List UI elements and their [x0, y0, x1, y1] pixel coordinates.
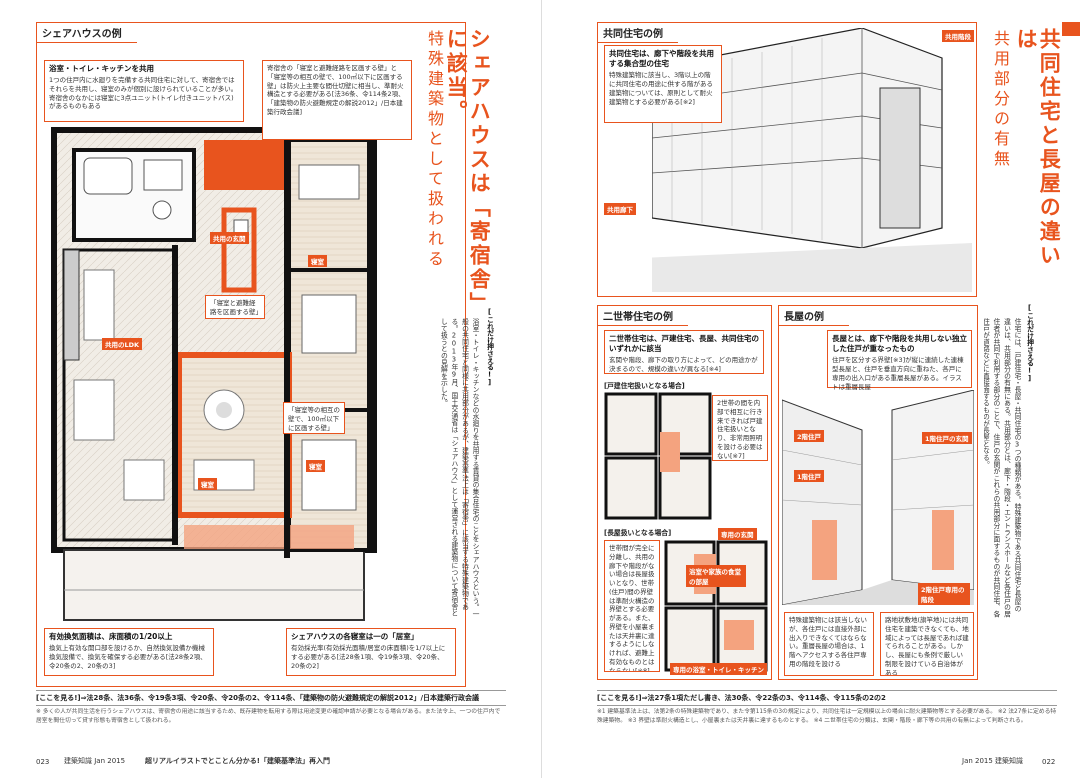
callout-room-wall: 「寝室等の相互の壁で、100㎡以下に区画する壁」: [283, 402, 345, 434]
callout-ventilation-text: 換気上有効な開口部を設けるか、自然換気設備か機械換気設備で、換気を確保する必要が…: [49, 644, 207, 670]
kyodo-side-note-title: [これだけ押さえる!]: [1025, 304, 1034, 383]
sharehouse-body-text: 浴室・トイレ・キッチンなどの水廻りを共用する賃貸の集合住宅のことをシェアハウスと…: [439, 318, 479, 618]
tag-shared-stair: 共用階段: [942, 30, 974, 42]
tag-2f-unit: 2階住戸: [794, 430, 825, 442]
kyodo-headline-2: 共用部分の有無: [991, 30, 1010, 170]
callout-nagaya: 長屋とは、廊下や階段を共用しない独立した住戸が重なったもの 住戸を区分する界壁[…: [827, 330, 972, 391]
kodate-plan-illustration: [604, 392, 712, 520]
kyodo-footnote: ※1 建築基準法上は、法第2条の特殊建築物であり、また令第115条の3の規定によ…: [597, 709, 1057, 724]
page-gutter: [540, 0, 542, 778]
callout-room-wall-text: 「寝室等の相互の壁で、100㎡以下に区画する壁」: [288, 406, 340, 432]
apartment-building-illustration: [652, 28, 972, 292]
callout-kyodo: 共同住宅は、廊下や階段を共用する集合型の住宅 特殊建築物に該当し、3階以上の階に…: [604, 45, 722, 123]
callout-shared-bath-text: 1つの住戸内に水廻りを完備する共同住宅に対して、寄宿舎ではそれらを共用し、寝室の…: [49, 76, 238, 111]
callout-nagaya-case: 世帯間が完全に分離し、共用の廊下や階段がない場合は長屋扱いとなり、世帯(住戸)間…: [604, 540, 660, 672]
nisetai-section-title: 二世帯住宅の例: [598, 306, 688, 326]
callout-daylight: シェアハウスの各寝室は一の「居室」 有効採光率(有効採光面積/居室の床面積)を1…: [286, 628, 456, 676]
tag-shared-corridor: 共用廊下: [604, 203, 636, 215]
callout-nagaya-note-2-text: 路地状敷地(旗竿地)には共同住宅を建築できなくても、地域によっては長屋であれば建…: [885, 616, 969, 676]
callout-fire-wall-text: 寄宿舎の「寝室と避難経路を区画する壁」と「寝室等の相互の壁で、100㎡以下に区画…: [267, 64, 405, 116]
tag-bedroom-1: 寝室: [308, 255, 327, 267]
sharehouse-floorplan-illustration: [51, 127, 377, 621]
nagaya-label: [長屋扱いとなる場合]: [604, 529, 672, 537]
nagaya-section-title: 長屋の例: [779, 306, 849, 326]
callout-nagaya-note-1-text: 特殊建築物には該当しないが、各住戸には直接外部に出入りできなくてはならない。重層…: [789, 616, 867, 668]
callout-nagaya-note-1: 特殊建築物には該当しないが、各住戸には直接外部に出入りできなくてはならない。重層…: [784, 612, 874, 676]
callout-partition-wall: 「寝室と避難経路を区画する壁」: [205, 295, 265, 319]
nagaya-plan-illustration: [664, 540, 768, 672]
sharehouse-side-note-title: [これだけ押さえる!]: [485, 308, 494, 387]
kyodo-references: [ここを見る!]⇒法27条1項ただし書き、法30条、令22条の3、令114条、令…: [597, 690, 1057, 706]
sharehouse-headline-1: シェアハウスは「寄宿舎」に該当。: [444, 28, 492, 316]
callout-shared-bath: 浴室・トイレ・キッチンを共用 1つの住戸内に水廻りを完備する共同住宅に対して、寄…: [44, 60, 244, 122]
left-magazine-name: 建築知識 Jan 2015: [64, 757, 126, 765]
callout-nisetai-title: 二世帯住宅は、戸建住宅、長屋、共同住宅のいずれかに該当: [609, 334, 759, 354]
callout-daylight-text: 有効採光率(有効採光面積/居室の床面積)を1/7以上にする必要がある[法28条1…: [291, 644, 446, 670]
left-series-title: 超リアルイラストでとことん分かる!「建築基準法」再入門: [145, 757, 330, 765]
left-page-number: 023: [36, 758, 50, 766]
callout-nagaya-title: 長屋とは、廊下や階段を共用しない独立した住戸が重なったもの: [832, 334, 967, 354]
callout-fire-wall: 寄宿舎の「寝室と避難経路を区画する壁」と「寝室等の相互の壁で、100㎡以下に区画…: [262, 60, 412, 140]
right-page: 共同住宅の例 共用階段 共用廊下 共同住宅は、廊下や階段を共用する集合型の住宅 …: [542, 0, 1083, 778]
callout-ventilation-title: 有効換気面積は、床面積の1/20以上: [49, 632, 173, 641]
kyodo-body-text: 住宅には、戸建住宅・長屋・共同住宅の3つの種類がある。特殊建築物である共同住宅と…: [984, 318, 1021, 618]
right-magazine-name: Jan 2015 建築知識: [962, 757, 1024, 765]
tag-bedroom-2: 寝室: [198, 478, 217, 490]
kyodo-section-title: 共同住宅の例: [598, 23, 678, 43]
callout-partition-wall-text: 「寝室と避難経路を区画する壁」: [210, 299, 262, 316]
sharehouse-footnote: ※ 多くの人が共同生活を行うシェアハウスは、寄宿舎の用途に該当するため、既存建物…: [36, 709, 501, 724]
callout-nagaya-text: 住戸を区分する界壁[※3]が縦に連続した連棟型長屋と、住戸を垂直方向に重ねた、各…: [832, 356, 964, 391]
callout-nisetai: 二世帯住宅は、戸建住宅、長屋、共同住宅のいずれかに該当 玄関や階段、廊下の取り方…: [604, 330, 764, 374]
sharehouse-section-title: シェアハウスの例: [37, 23, 137, 43]
callout-kodate-note: 2世帯の間を内部で相互に行き来できれば戸建住宅扱いとなり、非常用照明を設ける必要…: [712, 395, 768, 461]
tag-shared-area: 浴室や家族の食堂の部屋: [686, 565, 746, 587]
tag-own-water: 専用の浴室・トイレ・キッチン: [670, 663, 767, 675]
callout-kodate-note-text: 2世帯の間を内部で相互に行き来できれば戸建住宅扱いとなり、非常用照明を設ける必要…: [717, 399, 763, 460]
callout-kyodo-title: 共同住宅は、廊下や階段を共用する集合型の住宅: [609, 49, 714, 69]
callout-nagaya-case-text: 世帯間が完全に分離し、共用の廊下や階段がない場合は長屋扱いとなり、世帯(住戸)間…: [609, 544, 655, 672]
sharehouse-references: [ここを見る!]⇒法28条、法36条、令19条3項、令20条、令20条の2、令1…: [36, 690, 506, 706]
tag-2f-stair: 2階住戸専用の階段: [918, 583, 970, 605]
tag-1f-entrance: 1階住戸の玄関: [922, 432, 972, 444]
tag-bedroom-3: 寝室: [306, 460, 325, 472]
left-page: シェアハウスの例: [0, 0, 541, 778]
tag-own-door: 専用の玄関: [718, 528, 757, 540]
kodate-label: [戸建住宅扱いとなる場合]: [604, 382, 685, 390]
callout-ventilation: 有効換気面積は、床面積の1/20以上 換気上有効な開口部を設けるか、自然換気設備…: [44, 628, 214, 676]
callout-nisetai-text: 玄関や階段、廊下の取り方によって、どの用途かが決まるので、規模の違いが異なる[※…: [609, 356, 758, 374]
side-tab: [1062, 22, 1080, 36]
tag-1f-unit: 1階住戸: [794, 470, 825, 482]
sharehouse-headline-2: 特殊建築物として扱われる: [425, 30, 444, 270]
callout-kyodo-text: 特殊建築物に該当し、3階以上の階に共同住宅の用途に供する階がある建築物については…: [609, 71, 713, 106]
nagaya-street-illustration: [782, 390, 974, 605]
tag-shared-entrance: 共用の玄関: [210, 232, 249, 244]
tag-shared-ldk: 共用のLDK: [102, 338, 143, 350]
right-page-number: 022: [1042, 758, 1056, 766]
callout-nagaya-note-2: 路地状敷地(旗竿地)には共同住宅を建築できなくても、地域によっては長屋であれば建…: [880, 612, 974, 676]
callout-daylight-title: シェアハウスの各寝室は一の「居室」: [291, 632, 419, 641]
kyodo-headline-1: 共同住宅と長屋の違いは: [1014, 28, 1062, 268]
callout-shared-bath-title: 浴室・トイレ・キッチンを共用: [49, 64, 154, 73]
